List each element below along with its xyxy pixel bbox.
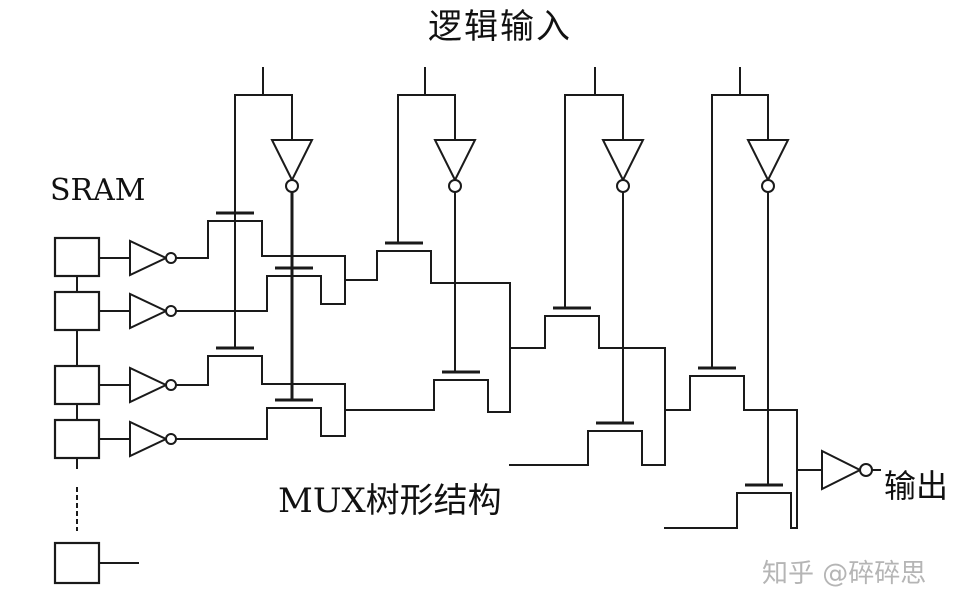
output-stage bbox=[796, 449, 881, 491]
pass-transistors bbox=[207, 211, 798, 529]
inverter-bubble bbox=[165, 252, 177, 264]
pass-transistor bbox=[587, 421, 643, 466]
watermark: 知乎 @碎碎思 bbox=[762, 559, 926, 589]
pass-transistor bbox=[689, 366, 745, 411]
pass-transistor bbox=[207, 346, 263, 386]
input-buffers bbox=[234, 67, 790, 486]
pass-transistor bbox=[207, 211, 263, 259]
inverter-bubble bbox=[165, 379, 177, 391]
pass-transistor bbox=[266, 266, 322, 312]
output-inverter-bubble bbox=[859, 463, 873, 477]
inverter-bubble bbox=[165, 305, 177, 317]
pass-transistor bbox=[736, 483, 792, 529]
output-label: 输出 bbox=[884, 467, 948, 505]
pass-transistor bbox=[544, 306, 600, 349]
inverter-icon bbox=[129, 292, 169, 330]
input-buffer-bubble bbox=[761, 179, 775, 193]
sram-cell bbox=[53, 541, 101, 585]
sram-cell bbox=[53, 290, 101, 332]
input-buffer-icon bbox=[270, 139, 314, 183]
inverter-icon bbox=[129, 239, 169, 277]
sram-cell bbox=[53, 364, 101, 406]
input-buffer-icon bbox=[746, 139, 790, 183]
sram-cell bbox=[53, 236, 101, 278]
sram-inverters bbox=[98, 239, 268, 458]
mux-tree-label: MUX树形结构 bbox=[278, 481, 502, 521]
pass-transistor bbox=[376, 241, 432, 284]
input-buffer-bubble bbox=[616, 179, 630, 193]
inverter-icon bbox=[129, 420, 169, 458]
input-buffer-bubble bbox=[448, 179, 462, 193]
input-buffer-bubble bbox=[285, 179, 299, 193]
pass-transistor bbox=[266, 398, 322, 440]
inverter-icon bbox=[129, 366, 169, 404]
inverter-bubble bbox=[165, 433, 177, 445]
sram-label: SRAM bbox=[50, 173, 146, 208]
sram-cell bbox=[53, 418, 101, 460]
input-buffer-icon bbox=[601, 139, 645, 183]
logic-inputs-label: 逻辑输入 bbox=[428, 7, 572, 47]
sram-column bbox=[53, 236, 139, 585]
input-buffer-icon bbox=[433, 139, 477, 183]
output-inverter-icon bbox=[821, 449, 863, 491]
pass-transistor bbox=[433, 370, 489, 413]
